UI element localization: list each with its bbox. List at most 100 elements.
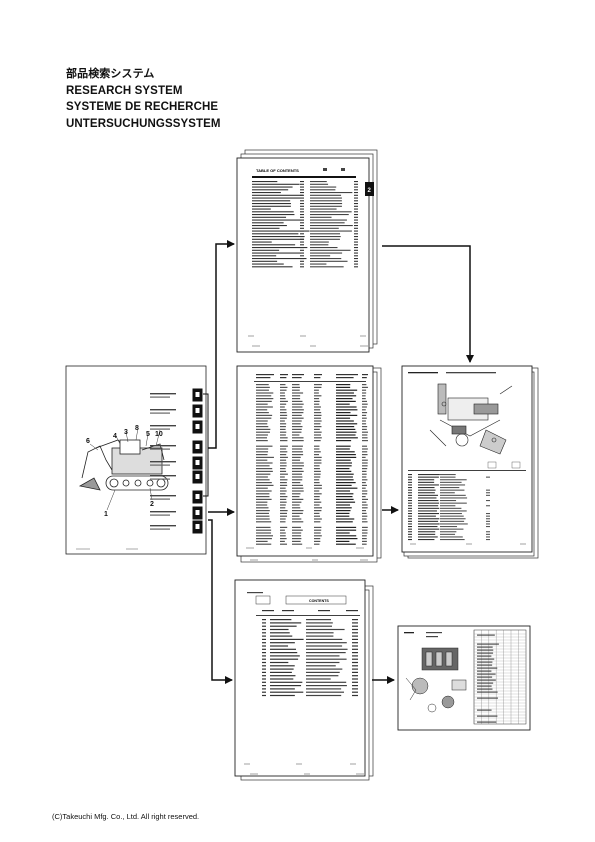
parts-cell xyxy=(336,426,355,428)
parts-cell xyxy=(292,518,302,520)
ill-cell xyxy=(440,505,456,507)
contents-page xyxy=(352,628,358,631)
ill-cell xyxy=(440,487,460,489)
group-text-line xyxy=(150,412,170,414)
toc-page-ref xyxy=(300,222,304,224)
parts-cell xyxy=(280,398,286,400)
parts-cell xyxy=(280,445,288,447)
contents-page xyxy=(352,622,358,624)
contents-name xyxy=(270,688,295,690)
parts-cell xyxy=(292,543,303,545)
parts-cell xyxy=(292,535,302,537)
ill-cell xyxy=(440,528,464,530)
parts-cell xyxy=(292,470,304,472)
parts-cell xyxy=(280,456,288,458)
contents-name xyxy=(270,628,289,631)
parts-cell xyxy=(362,445,368,447)
parts-cell xyxy=(314,398,320,400)
ill-cell xyxy=(440,539,465,541)
contents-no xyxy=(262,635,266,637)
parts-cell xyxy=(336,420,354,422)
parts-cell xyxy=(292,484,303,486)
ill-cell xyxy=(440,533,456,535)
contents-desc xyxy=(306,652,346,654)
toc-line xyxy=(310,252,343,254)
ill-cell xyxy=(408,505,412,507)
ill-cell xyxy=(418,510,437,512)
parts-cell xyxy=(292,468,303,470)
toc-line xyxy=(252,181,278,183)
toc-line xyxy=(310,211,352,213)
toc-line xyxy=(252,219,304,221)
parts-col-header xyxy=(314,377,321,379)
toc-page-ref xyxy=(354,230,358,232)
parts-col-header xyxy=(336,374,358,376)
toc-line xyxy=(310,233,341,235)
parts-cell xyxy=(336,476,353,478)
parts-cell xyxy=(292,493,301,495)
contents-no xyxy=(262,648,266,650)
ill-cell xyxy=(408,489,412,491)
parts-cell xyxy=(280,482,287,484)
toc-page-ref xyxy=(354,241,358,243)
parts-cell xyxy=(314,456,322,458)
toc-line xyxy=(252,238,305,240)
parts-cell xyxy=(256,473,271,475)
contents-desc xyxy=(306,661,340,664)
parts-cell xyxy=(314,496,320,498)
parts-cell xyxy=(292,515,300,517)
group-text-line xyxy=(150,475,176,477)
parts-cell xyxy=(280,473,288,475)
contents-name xyxy=(270,685,302,687)
toc-line xyxy=(252,252,301,254)
parts-cell xyxy=(314,384,322,386)
parts-cell xyxy=(314,476,321,478)
ill-cell xyxy=(418,528,440,530)
toc-line xyxy=(310,197,342,199)
toc-line xyxy=(310,236,341,238)
contents-name xyxy=(270,635,293,637)
ill-cell xyxy=(440,500,457,502)
parts-cell xyxy=(280,504,286,506)
ill-cell xyxy=(408,487,412,489)
ill-cell xyxy=(418,489,436,491)
parts-cell xyxy=(362,428,367,430)
contents-text xyxy=(247,592,263,594)
ill-cell xyxy=(418,484,439,486)
parts-cell xyxy=(336,468,350,470)
toc-page-ref xyxy=(354,205,358,207)
parts-cell xyxy=(256,454,268,456)
parts-cell xyxy=(362,409,366,411)
contents-no xyxy=(262,628,266,631)
parts-cell xyxy=(336,529,357,531)
parts-cell xyxy=(280,521,286,523)
toc-page-ref xyxy=(300,181,304,183)
contents-page: CONTENTS xyxy=(234,579,374,781)
toc-heading: TABLE OF CONTENTS xyxy=(256,168,299,173)
contents-page xyxy=(352,685,358,687)
contents-name xyxy=(270,665,295,667)
parts-cell xyxy=(256,386,270,388)
title-japanese: 部品検索システム xyxy=(66,67,155,80)
parts-cell xyxy=(256,512,269,514)
toc-page-ref xyxy=(300,255,304,257)
parts-cell xyxy=(336,409,358,411)
parts-cell xyxy=(336,395,357,397)
contents-name xyxy=(270,675,296,677)
parts-cell xyxy=(256,412,269,414)
parts-cell xyxy=(362,389,367,391)
ill-cell xyxy=(486,492,490,494)
toc-line xyxy=(252,186,293,188)
toc-page-ref xyxy=(300,192,304,194)
parts-cell xyxy=(292,384,300,386)
toc-line xyxy=(310,227,339,229)
contents-no xyxy=(262,622,266,624)
engine-cell xyxy=(477,697,498,699)
toc-page-ref xyxy=(300,252,304,254)
contents-name xyxy=(270,694,295,697)
parts-cell xyxy=(280,501,287,503)
parts-cell xyxy=(256,498,272,500)
toc-page-ref xyxy=(354,192,358,194)
parts-cell xyxy=(314,482,320,484)
parts-col-header xyxy=(292,377,302,379)
